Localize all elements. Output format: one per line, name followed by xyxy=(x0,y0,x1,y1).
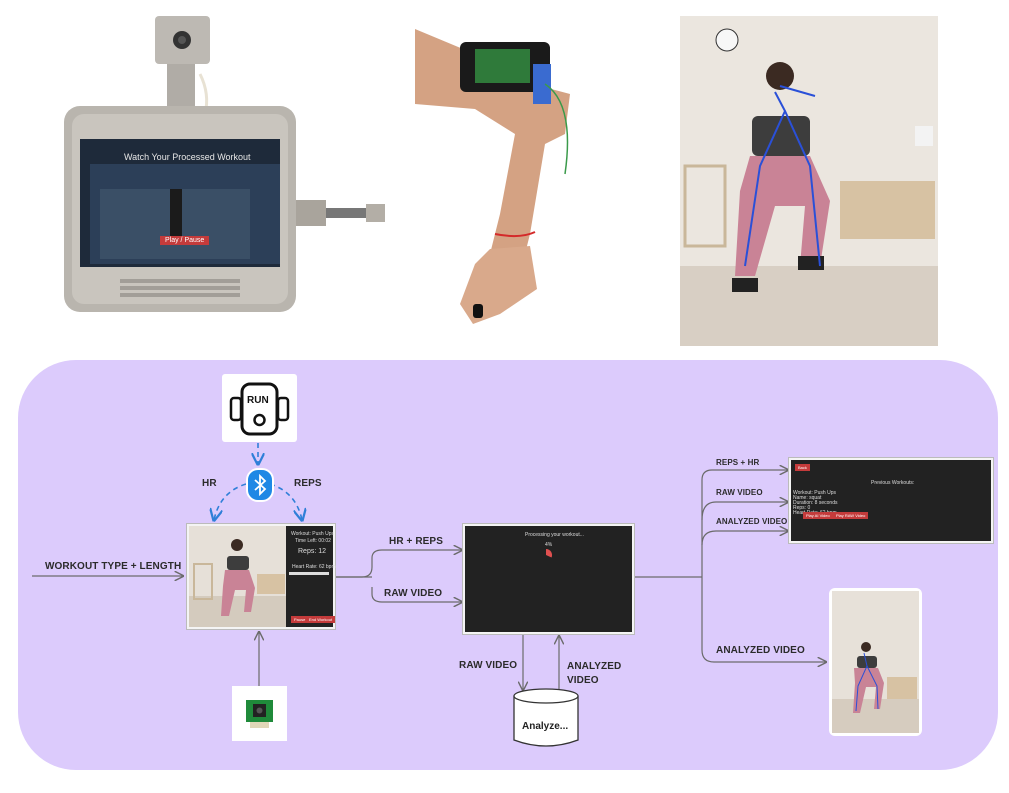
analyzed-video-output-label: ANALYZED VIDEO xyxy=(716,517,788,526)
history-line: Name: squat xyxy=(793,495,822,501)
reps-label: REPS xyxy=(294,478,322,489)
device-workout-screen: Workout: Push Ups Time Left: 00:02 Reps:… xyxy=(187,524,336,629)
armband-run-text: RUN xyxy=(247,395,269,406)
arm-photo xyxy=(415,14,590,334)
processing-text: Processing your workout... xyxy=(525,532,584,538)
history-title: Previous Workouts: xyxy=(871,480,915,486)
raw-video-output-label: RAW VIDEO xyxy=(716,488,763,497)
history-line: Duration: 8 seconds xyxy=(793,500,838,506)
device-reps: Reps: 12 xyxy=(298,548,327,555)
analyze-database-label: Analyze... xyxy=(522,721,569,732)
device-workout-type: Workout: Push Ups xyxy=(291,531,334,537)
pause-button[interactable]: Pause xyxy=(291,616,309,623)
camera-module-icon xyxy=(246,700,273,728)
analyzed-video-output-bottom-label: ANALYZED VIDEO xyxy=(716,645,805,656)
device-progress-bar xyxy=(289,572,329,575)
play-pause-button[interactable]: Play / Pause xyxy=(160,236,210,245)
play-raw-video-button[interactable]: Play RAW Video xyxy=(833,512,869,519)
device-time-left: Time Left: 00:02 xyxy=(295,538,331,544)
analyze-database-icon xyxy=(513,688,579,747)
input-label: WORKOUT TYPE + LENGTH xyxy=(45,561,182,572)
analyzed-video-frame xyxy=(832,591,919,733)
workout-history-screen: Back Previous Workouts: Workout: Push Up… xyxy=(789,458,993,543)
armband-sensor-card: RUN xyxy=(222,374,297,442)
history-line: Reps: 0 xyxy=(793,505,811,511)
analyzed-video-screen xyxy=(829,588,922,736)
hr-reps-to-server-label: HR + REPS xyxy=(389,536,443,547)
workout-camera-feed xyxy=(189,526,286,627)
device-screen-title: Watch Your Processed Workout xyxy=(124,152,251,162)
raw-video-to-storage-label: RAW VIDEO xyxy=(459,660,518,671)
device-heart-rate: Heart Rate: 62 bpm xyxy=(292,564,336,570)
processing-spinner-icon xyxy=(546,548,553,558)
camera-module-card xyxy=(232,686,287,741)
bluetooth-icon xyxy=(246,468,274,502)
raw-video-to-server-label: RAW VIDEO xyxy=(384,588,443,599)
end-workout-button[interactable]: End Workout xyxy=(306,616,336,623)
reps-hr-output-label: REPS + HR xyxy=(716,458,760,467)
analyzed-video-from-storage-label: ANALYZED VIDEO xyxy=(567,661,622,686)
processing-screen: Processing your workout... 4% xyxy=(463,524,634,634)
back-button[interactable]: Back xyxy=(795,464,810,471)
device-photo: Watch Your Processed Workout Play / Paus… xyxy=(60,14,385,314)
play-ai-video-button[interactable]: Play AI Video xyxy=(803,512,833,519)
processing-percent: 4% xyxy=(545,542,553,548)
hr-label: HR xyxy=(202,478,217,489)
armband-icon xyxy=(229,382,290,436)
history-line: Workout: Push Ups xyxy=(793,490,836,496)
squat-pose-photo xyxy=(680,16,938,346)
